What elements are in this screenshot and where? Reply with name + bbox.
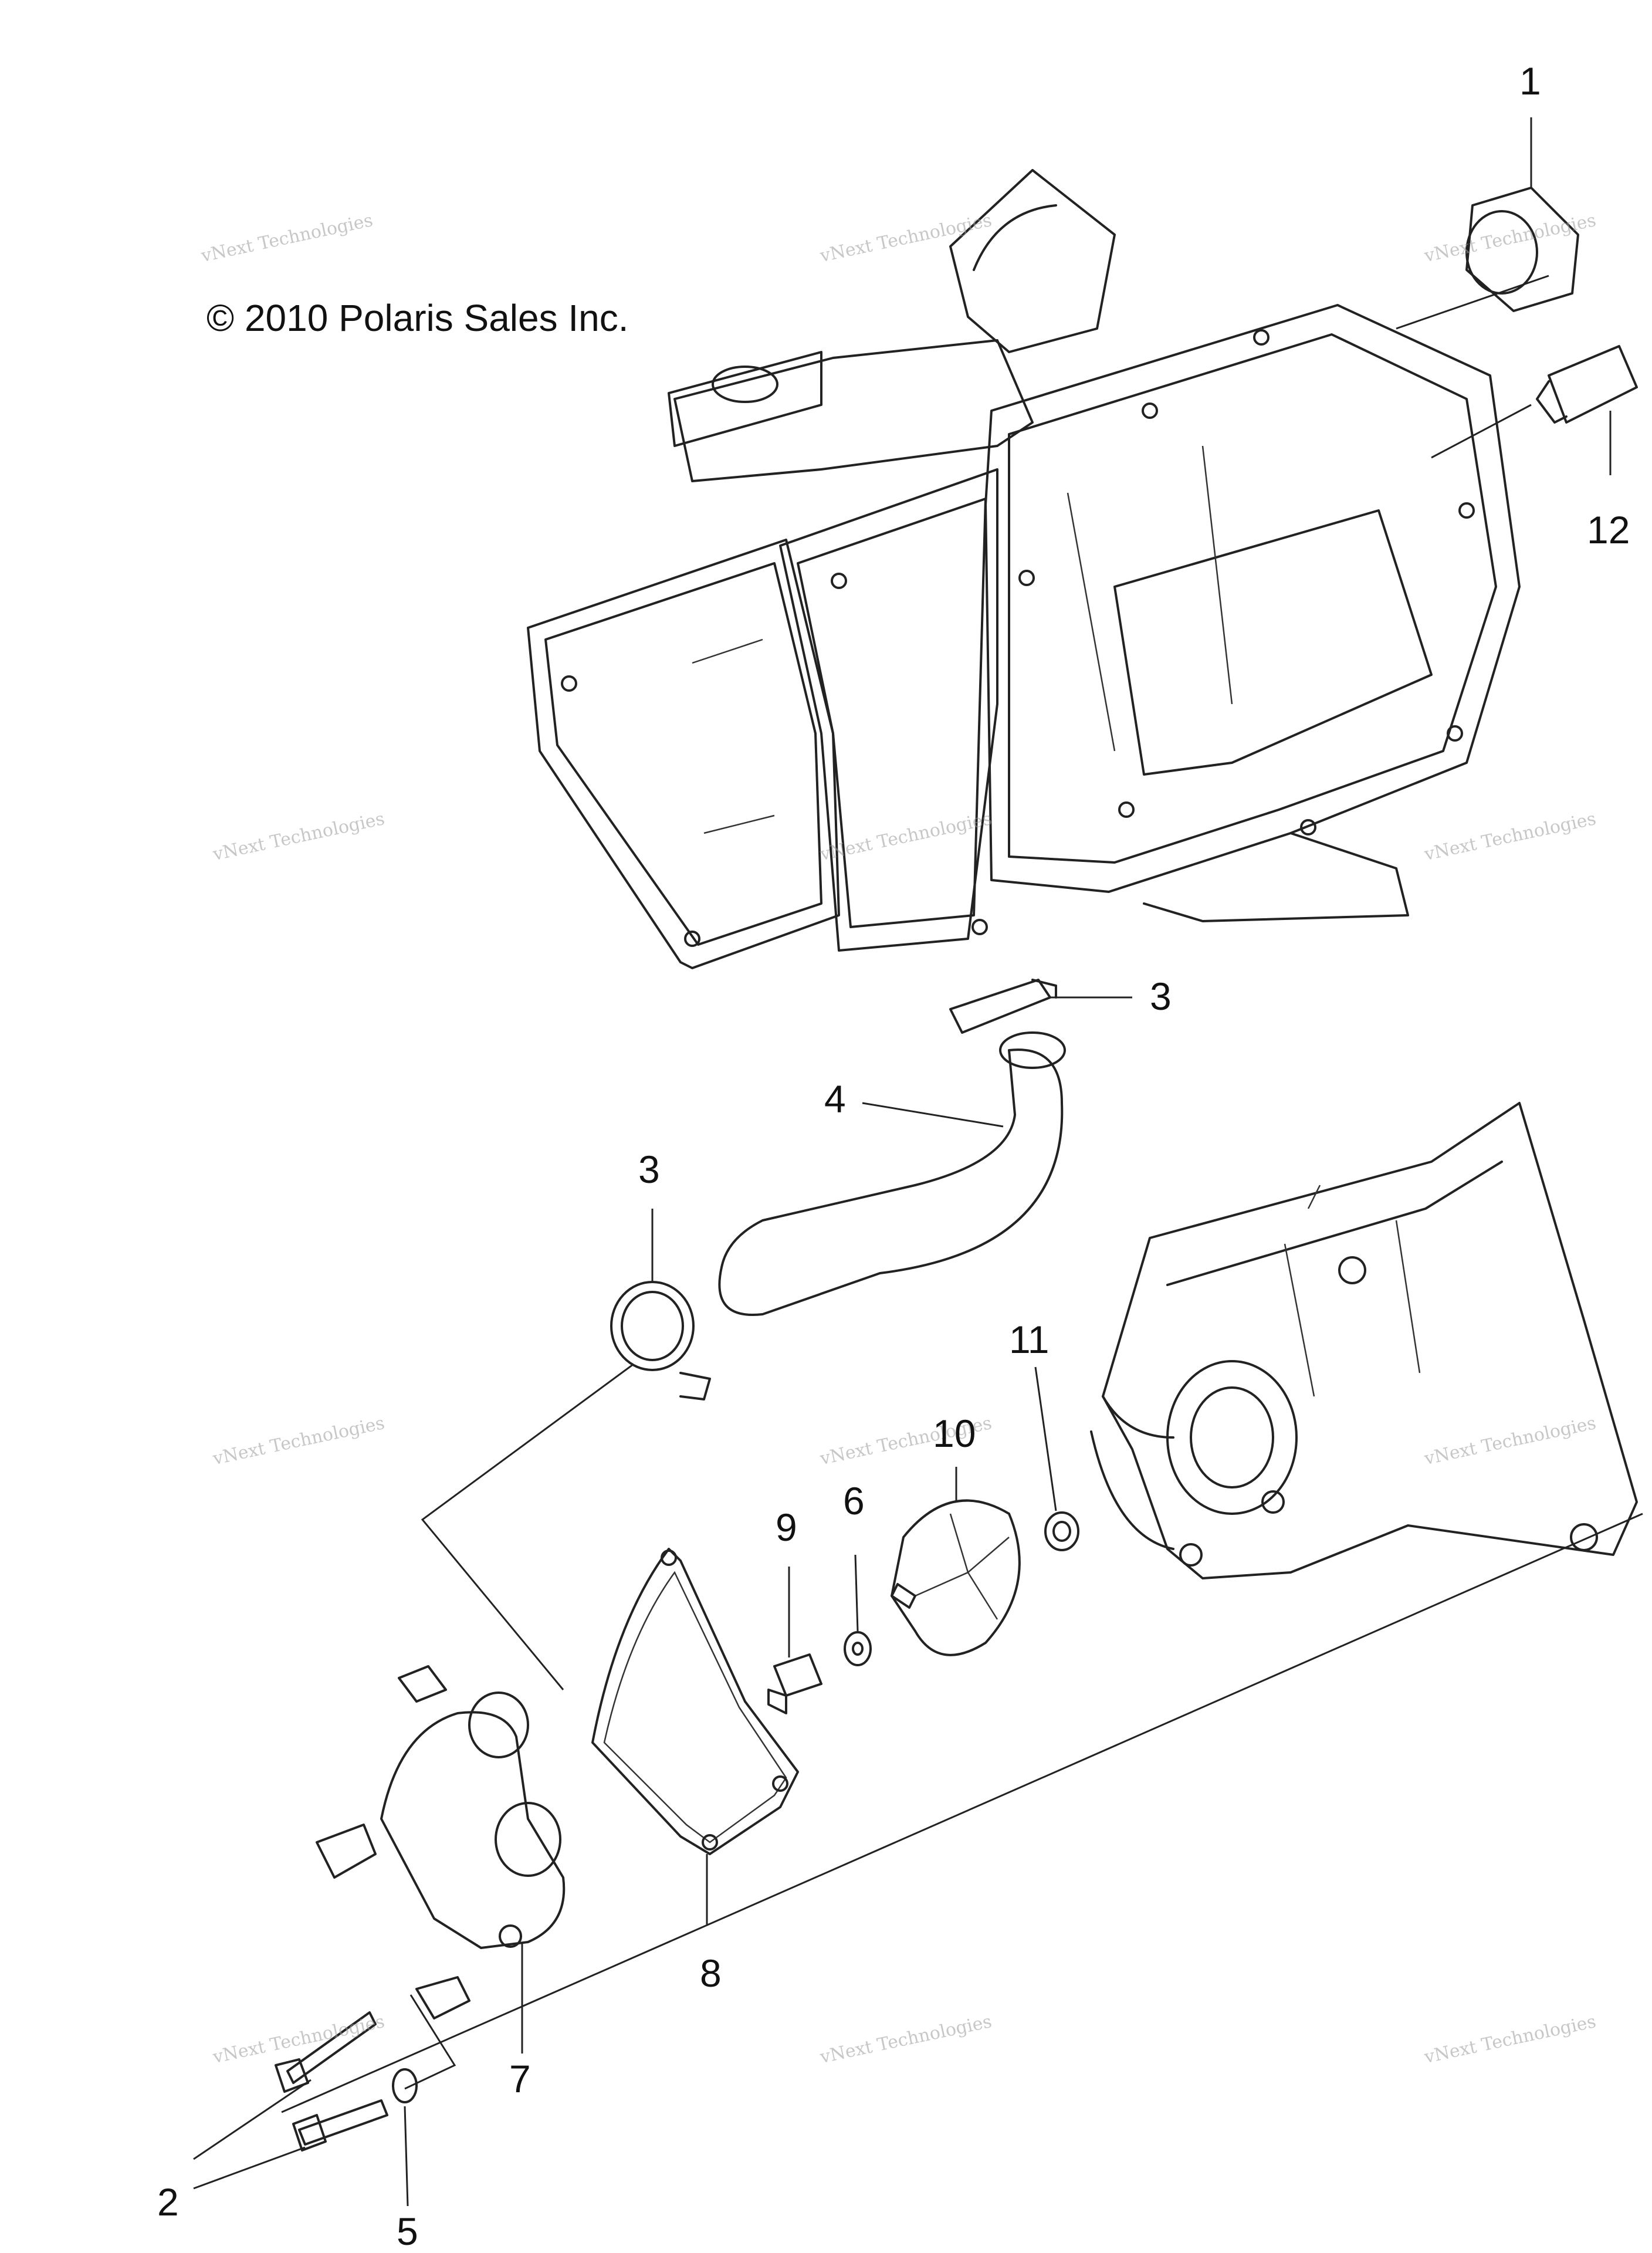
part-4-hose [718,1031,1066,1316]
assembly-axis-line [281,1513,1643,2113]
part-2-bolts [193,2011,388,2190]
part-5-washer [392,1976,470,2207]
cylinder-head-assembly [527,169,1521,969]
part-7-pump-cover [316,1665,566,2054]
part-11-seal [1034,1366,1079,1551]
part-6-washer [844,1554,872,1666]
callout-6: 6 [843,1479,865,1523]
callout-8: 8 [700,1951,722,1995]
callout-5: 5 [397,2210,418,2253]
callout-11: 11 [1009,1318,1050,1361]
callout-3-lower: 3 [638,1148,660,1191]
crankcase [1090,1102,1638,1579]
part-3-lower-clamp [421,1209,711,1690]
callout-10: 10 [933,1412,976,1455]
callout-4: 4 [824,1077,846,1121]
callout-12: 12 [1587,508,1630,552]
part-12-sensor [1431,345,1638,475]
part-1-fitting [1396,117,1579,330]
callout-7: 7 [509,2057,531,2100]
copyright-notice: © 2010 Polaris Sales Inc. [206,297,629,339]
callout-9: 9 [776,1506,797,1549]
callout-3-upper: 3 [1150,975,1172,1018]
callout-2: 2 [157,2180,179,2224]
callout-1: 1 [1519,59,1541,103]
part-9-bolt [767,1567,822,1714]
part-8-gasket [591,1548,799,1924]
part-3-upper-clamp [949,979,1132,1034]
part-10-impeller [891,1467,1021,1656]
